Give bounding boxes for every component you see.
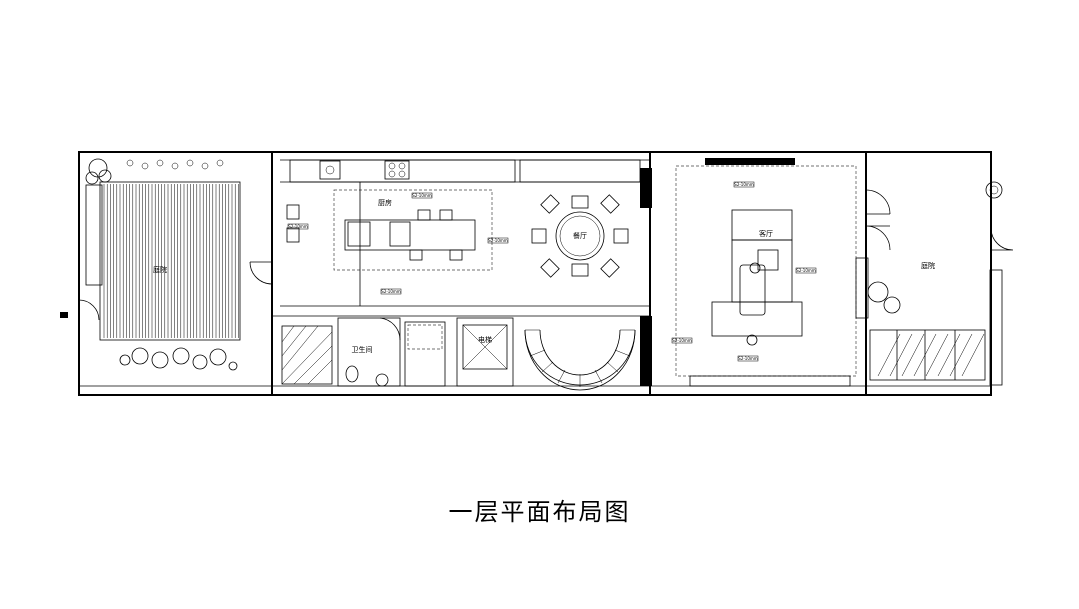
- room-label-living: 客厅: [759, 229, 773, 238]
- wood-deck: [103, 184, 239, 338]
- west-garden: 庭院: [60, 158, 241, 371]
- east-courtyard: 庭院: [855, 181, 1014, 386]
- room-label-kitchen: 厨房: [378, 198, 392, 207]
- room-label-elevator: 电梯: [478, 335, 492, 344]
- dim-tag-5: S2-10mm: [734, 182, 754, 187]
- dim-tag-3: S2-10mm: [488, 238, 508, 243]
- hatch-east: [877, 330, 985, 380]
- plant-icon: [985, 181, 1003, 199]
- service-block: 卫生间 电梯: [272, 315, 652, 391]
- plan-title: 一层平面布局图: [448, 498, 631, 526]
- dim-tag-7: S2-10mm: [672, 338, 692, 343]
- room-label-courtyard-east: 庭院: [921, 261, 935, 270]
- dim-tag-1: S2-10mm: [288, 224, 308, 229]
- room-label-dining: 餐厅: [573, 231, 587, 240]
- hatch-west: [281, 325, 333, 385]
- dimension-tags: S2-10mm S2-10mm S2-10mm S2-10mm S2-10mm …: [287, 181, 817, 362]
- dim-tag-4: S2-10mm: [381, 289, 401, 294]
- kitchen-dining: 厨房 餐厅: [249, 159, 652, 307]
- living-room: 客厅: [675, 158, 857, 387]
- stepping-stones: [119, 347, 238, 371]
- dim-tag-6: S2-10mm: [796, 268, 816, 273]
- spiral-stair: [524, 316, 652, 391]
- room-label-garden-west: 庭院: [153, 265, 167, 274]
- dim-tag-2: S2-10mm: [412, 193, 432, 198]
- room-label-bathroom: 卫生间: [352, 345, 373, 354]
- dining-table-icon: [531, 194, 629, 278]
- plant-cluster-icon: [85, 158, 224, 185]
- dim-tag-8: S2-10mm: [738, 356, 758, 361]
